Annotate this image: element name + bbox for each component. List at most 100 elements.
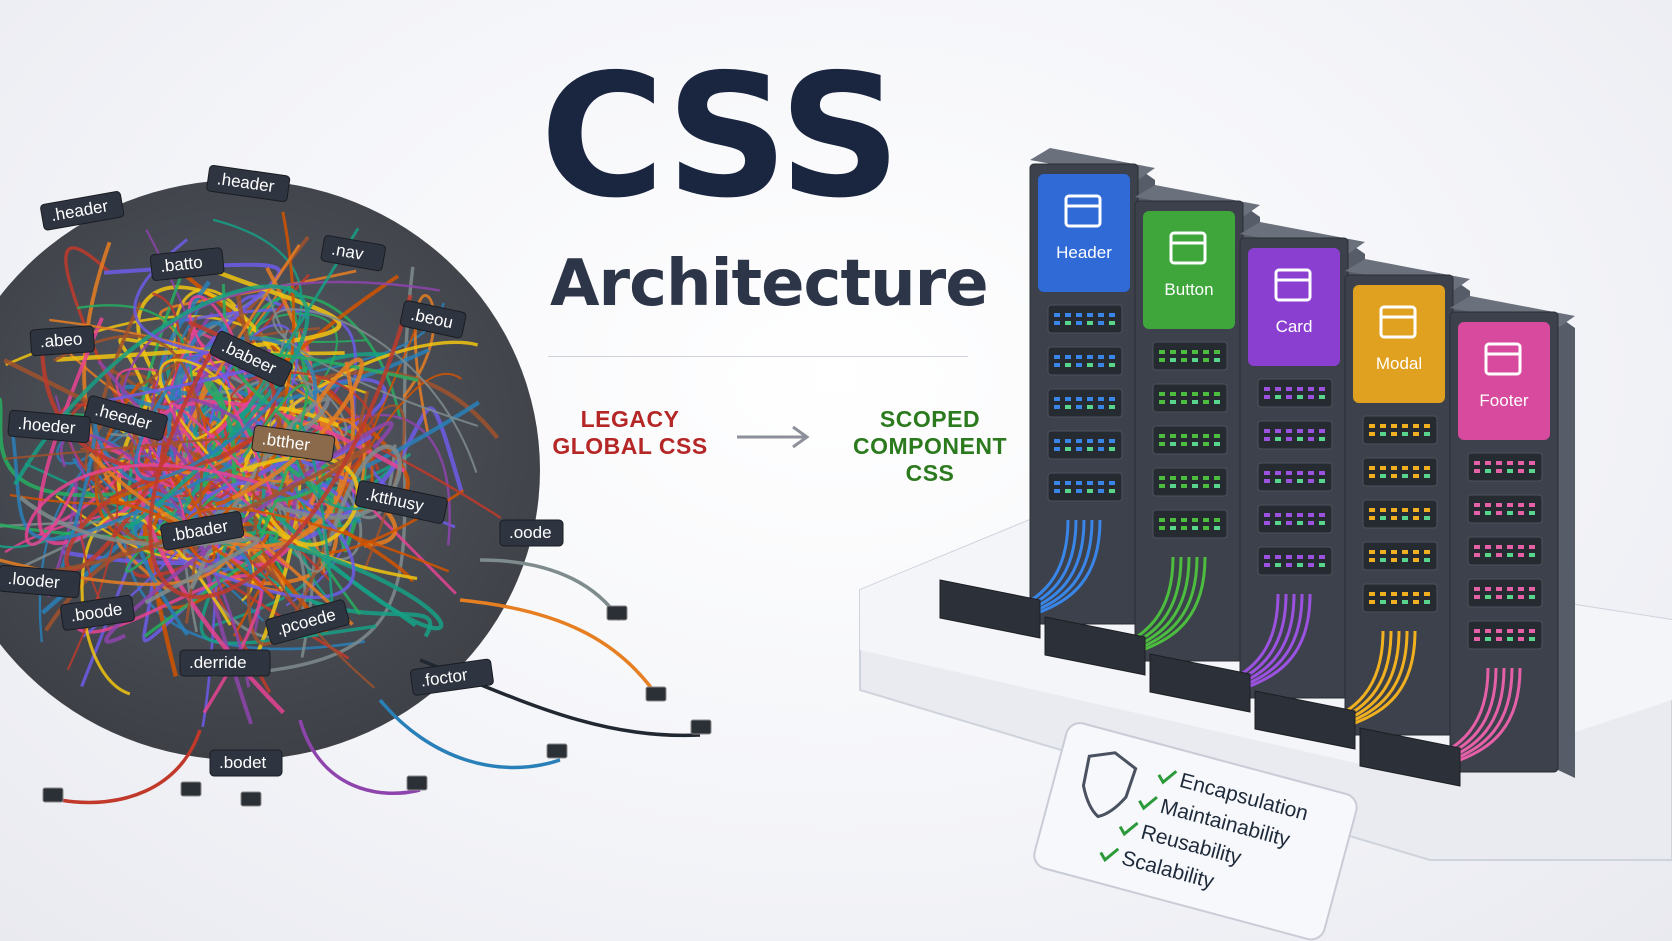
server-unit — [1152, 509, 1228, 539]
divider — [548, 356, 968, 357]
rack-cable — [1346, 630, 1409, 725]
rack-cable — [1136, 556, 1199, 651]
stray-cable — [378, 698, 561, 770]
page-title: CSS — [540, 38, 901, 236]
plug-icon — [606, 605, 628, 621]
class-tag: .beou — [399, 300, 467, 339]
shield-icon — [1081, 751, 1138, 819]
cable-wire — [13, 284, 310, 531]
cable-wire — [132, 500, 253, 636]
scoped-line-2: COMPONENT CSS — [853, 433, 1007, 486]
component-icon — [1484, 342, 1522, 376]
arrow-right-icon — [737, 425, 810, 449]
class-tag-label: .oode — [509, 523, 552, 542]
class-tag: .bodet — [209, 749, 283, 777]
server-unit — [1467, 536, 1543, 566]
class-tag: .looder — [0, 564, 81, 599]
cable-wire — [186, 352, 230, 389]
cable-tray — [939, 579, 1041, 639]
rack-cable — [1241, 593, 1304, 688]
rack-cable — [1144, 556, 1207, 651]
server-unit — [1257, 462, 1333, 492]
class-tag: .hoeder — [7, 409, 91, 444]
cable-wire — [13, 444, 373, 578]
cable-wire — [9, 381, 239, 505]
stray-cable — [298, 719, 421, 796]
rack-header: Header — [939, 148, 1155, 639]
component-icon — [1274, 268, 1312, 302]
stray-cable — [459, 598, 662, 701]
server-unit — [1257, 546, 1333, 576]
check-icon — [1138, 795, 1158, 811]
cable-wire — [49, 318, 347, 483]
cable-wire — [97, 359, 286, 478]
cable-wire — [59, 432, 251, 688]
component-icon — [1169, 231, 1207, 265]
legacy-label: LEGACY GLOBAL CSS — [545, 406, 715, 460]
rack-label: Modal — [1376, 354, 1422, 373]
server-unit — [1362, 499, 1438, 529]
class-tag-label: .derride — [189, 653, 247, 672]
cable-wire — [402, 293, 436, 434]
rack-panel — [1038, 174, 1130, 292]
server-unit — [1362, 415, 1438, 445]
server-unit — [1257, 378, 1333, 408]
server-unit — [1047, 430, 1123, 460]
rack-panel — [1248, 248, 1340, 366]
plug-icon — [42, 787, 64, 803]
cable-wire — [11, 434, 233, 541]
cable-wire — [177, 481, 356, 599]
rack-cable — [1031, 519, 1094, 614]
class-tag-label: .batto — [159, 253, 203, 276]
cable-wire — [103, 262, 282, 557]
scoped-line-1: SCOPED — [879, 406, 981, 432]
class-tag: .batto — [149, 247, 225, 281]
plug-icon — [406, 775, 428, 791]
server-unit — [1362, 541, 1438, 571]
legacy-line-2: GLOBAL CSS — [552, 433, 708, 459]
class-tag: .bbader — [160, 511, 245, 551]
class-tag: .header — [206, 165, 291, 203]
class-tag: .header — [40, 191, 125, 231]
cable-tray — [1359, 727, 1461, 787]
server-unit — [1467, 452, 1543, 482]
server-unit — [1047, 472, 1123, 502]
plug-icon — [180, 781, 202, 797]
rack-cable — [1451, 667, 1514, 762]
cable-tray — [1254, 690, 1356, 750]
component-icon — [1064, 194, 1102, 228]
benefits-card: EncapsulationMaintainabilityReusabilityS… — [1033, 722, 1358, 941]
server-unit — [1152, 467, 1228, 497]
rack-panel — [1353, 285, 1445, 403]
cable-wire — [182, 227, 360, 511]
class-tag-label: .looder — [7, 569, 61, 592]
class-tag: .nav — [320, 235, 386, 272]
class-tag: .ktthusy — [354, 480, 448, 524]
plug-icon — [546, 743, 568, 759]
server-unit — [1047, 388, 1123, 418]
class-tag: .boode — [60, 594, 135, 631]
plug-icon — [240, 791, 262, 807]
plug-icon — [645, 686, 667, 702]
plug-icon — [690, 719, 712, 735]
scoped-label: SCOPED COMPONENT CSS — [830, 406, 1030, 487]
class-tag: .abeo — [29, 325, 95, 357]
rack-cable — [1459, 667, 1522, 762]
component-icon — [1379, 305, 1417, 339]
class-tag: .derride — [179, 649, 271, 677]
class-tag: .btther — [251, 425, 336, 463]
stray-cable — [59, 729, 202, 805]
rack-cable — [1249, 593, 1312, 688]
class-tag: .foctor — [410, 658, 494, 696]
check-icon — [1099, 847, 1120, 863]
cable-wire — [231, 357, 365, 501]
cable-plugs — [42, 605, 712, 807]
server-unit — [1152, 425, 1228, 455]
legacy-line-1: LEGACY — [580, 406, 680, 432]
class-tag: .heeder — [83, 395, 168, 441]
server-unit — [1257, 420, 1333, 450]
class-tag-label: .hoeder — [17, 414, 76, 438]
rack-cable — [1354, 630, 1417, 725]
